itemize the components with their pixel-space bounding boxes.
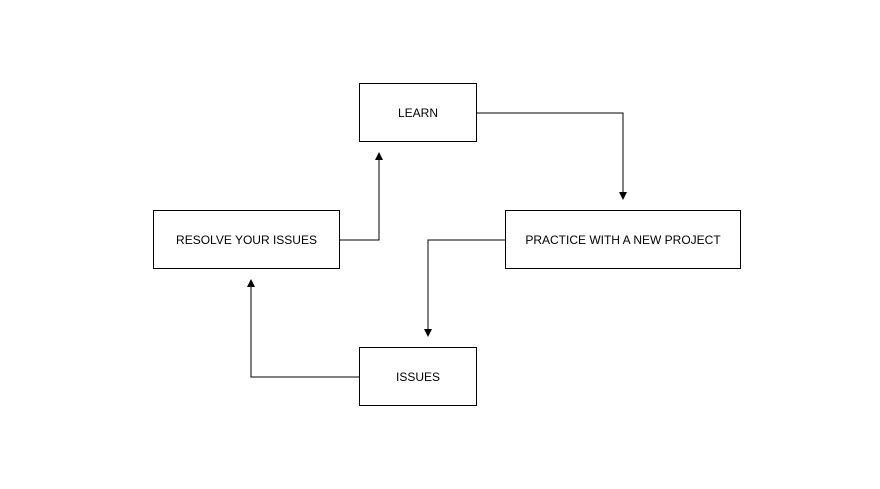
edge-issues-to-resolve [247,279,359,378]
node-resolve: RESOLVE YOUR ISSUES [153,210,340,269]
node-issues: ISSUES [359,347,477,406]
node-resolve-label: RESOLVE YOUR ISSUES [176,232,317,247]
edge-practice-to-issues [424,239,505,337]
edge-resolve-to-learn [340,152,383,241]
node-learn: LEARN [359,83,477,142]
node-learn-label: LEARN [397,105,438,120]
node-issues-label: ISSUES [395,369,440,384]
node-practice-label: PRACTICE WITH A NEW PROJECT [525,232,721,247]
node-practice: PRACTICE WITH A NEW PROJECT [505,210,741,269]
edge-learn-to-practice [477,112,627,200]
